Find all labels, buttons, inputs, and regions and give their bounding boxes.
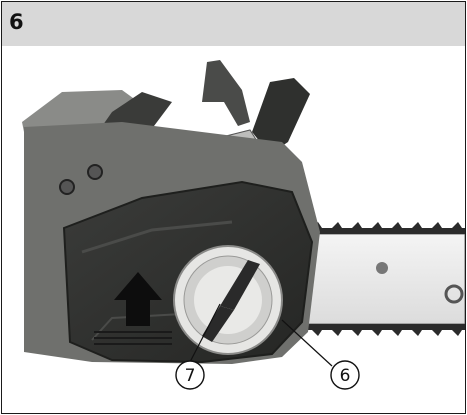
up-arrow-icon <box>114 272 162 326</box>
figure-header: 6 <box>2 2 465 46</box>
chain-tension-wheel <box>173 245 283 355</box>
screw-icon <box>59 164 103 195</box>
callout-line-7 <box>189 303 221 363</box>
svg-text:7: 7 <box>185 366 196 386</box>
saw-chain <box>302 222 465 336</box>
callout-line-6 <box>281 319 333 367</box>
callout-7: 7 <box>175 360 205 390</box>
figure-number: 6 <box>9 10 24 34</box>
svg-text:6: 6 <box>340 366 351 386</box>
callout-6: 6 <box>330 360 360 390</box>
vent-slots <box>94 331 172 345</box>
tension-knob-slot <box>220 260 260 310</box>
guide-bar <box>301 233 465 325</box>
